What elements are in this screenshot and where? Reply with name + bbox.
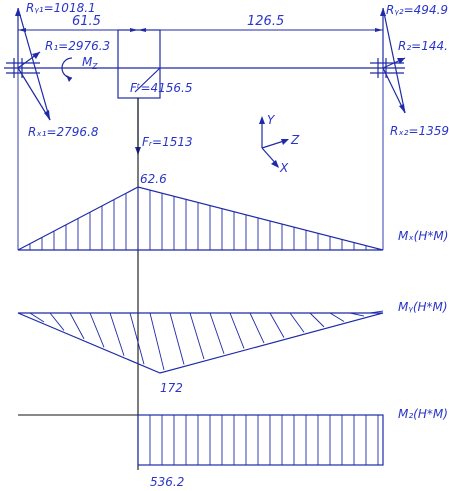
hatch-line (229, 312, 245, 349)
hatch-line (209, 312, 225, 354)
hatch-line (269, 312, 285, 338)
moment-diagram-mx: 62.6 Mₓ(H*M) (17, 172, 448, 251)
axis-x-label: X (279, 161, 289, 175)
span-left-label: 61.5 (72, 14, 101, 29)
axis-z-label: Z (290, 133, 300, 147)
moment-subscript: Z (91, 62, 98, 71)
hatch-line (129, 312, 145, 365)
hatched-rectangle-icon (137, 414, 384, 466)
hatch-line (29, 312, 45, 323)
diagram-mx-peak: 62.6 (140, 172, 167, 186)
diagram-my-label: Mᵧ(H*M) (398, 300, 448, 314)
diagram-my-peak: 172 (160, 381, 183, 395)
hatch-lines (149, 415, 379, 465)
reaction-left-x: Rₓ₁=2796.8 (28, 125, 99, 139)
moment-arc-icon (61, 57, 73, 82)
radial-force-label: Fᵣ=1513 (142, 135, 193, 149)
hatched-triangle-up-icon (17, 186, 384, 251)
reaction-right-total: R₂=144.7 (398, 39, 449, 53)
hatch-line (169, 312, 185, 365)
hatch-line (249, 312, 265, 344)
hatch-line (289, 312, 305, 333)
moment-diagram-mz: 536.2 M₂(H*M) (18, 407, 448, 489)
circumferential-force-label: Fᵗ=4156.5 (130, 81, 192, 95)
axis-y-label: Y (267, 113, 276, 127)
hatch-line (189, 312, 205, 360)
arrow-icon (32, 52, 40, 59)
reaction-left-y: Rᵧ₁=1018.1 (26, 1, 96, 15)
hatch-line (149, 312, 165, 371)
moment-diagram-my: 172 Mᵧ(H*M) (17, 300, 448, 395)
diagram-mz-label: M₂(H*M) (398, 407, 448, 421)
hatch-line (369, 310, 384, 314)
arrow-icon (44, 110, 50, 120)
hatch-line (309, 312, 325, 328)
reaction-left-total: R₁=2976.3 (45, 39, 110, 53)
diagram-mz-peak: 536.2 (150, 475, 184, 489)
reaction-right-y: Rᵧ₂=494.9 (386, 3, 448, 17)
reaction-right-x: Rₓ₂=1359.7 (390, 124, 449, 138)
hatch-lines (29, 310, 384, 371)
moment-label: M (82, 55, 93, 69)
span-right-label: 126.5 (247, 14, 284, 29)
dimension-arrow-icon (375, 28, 383, 32)
hatch-line (69, 312, 85, 340)
left-reaction-arrows (15, 7, 51, 121)
hatch-lines (29, 187, 379, 250)
coordinate-axes-icon (259, 116, 289, 168)
right-reaction-arrows (380, 7, 406, 114)
shaft-scheme: 61.5 126.5 Rᵧ₁=101 (4, 1, 449, 470)
diagram-mx-label: Mₓ(H*M) (398, 229, 448, 243)
hatch-line (329, 312, 345, 322)
arrow-icon (397, 58, 405, 64)
hatched-triangle-down-icon (17, 312, 384, 374)
hatch-line (349, 312, 365, 317)
hatch-line (49, 312, 65, 331)
gear-box (117, 29, 161, 99)
hatch-line (109, 312, 125, 356)
hatch-line (89, 312, 105, 348)
